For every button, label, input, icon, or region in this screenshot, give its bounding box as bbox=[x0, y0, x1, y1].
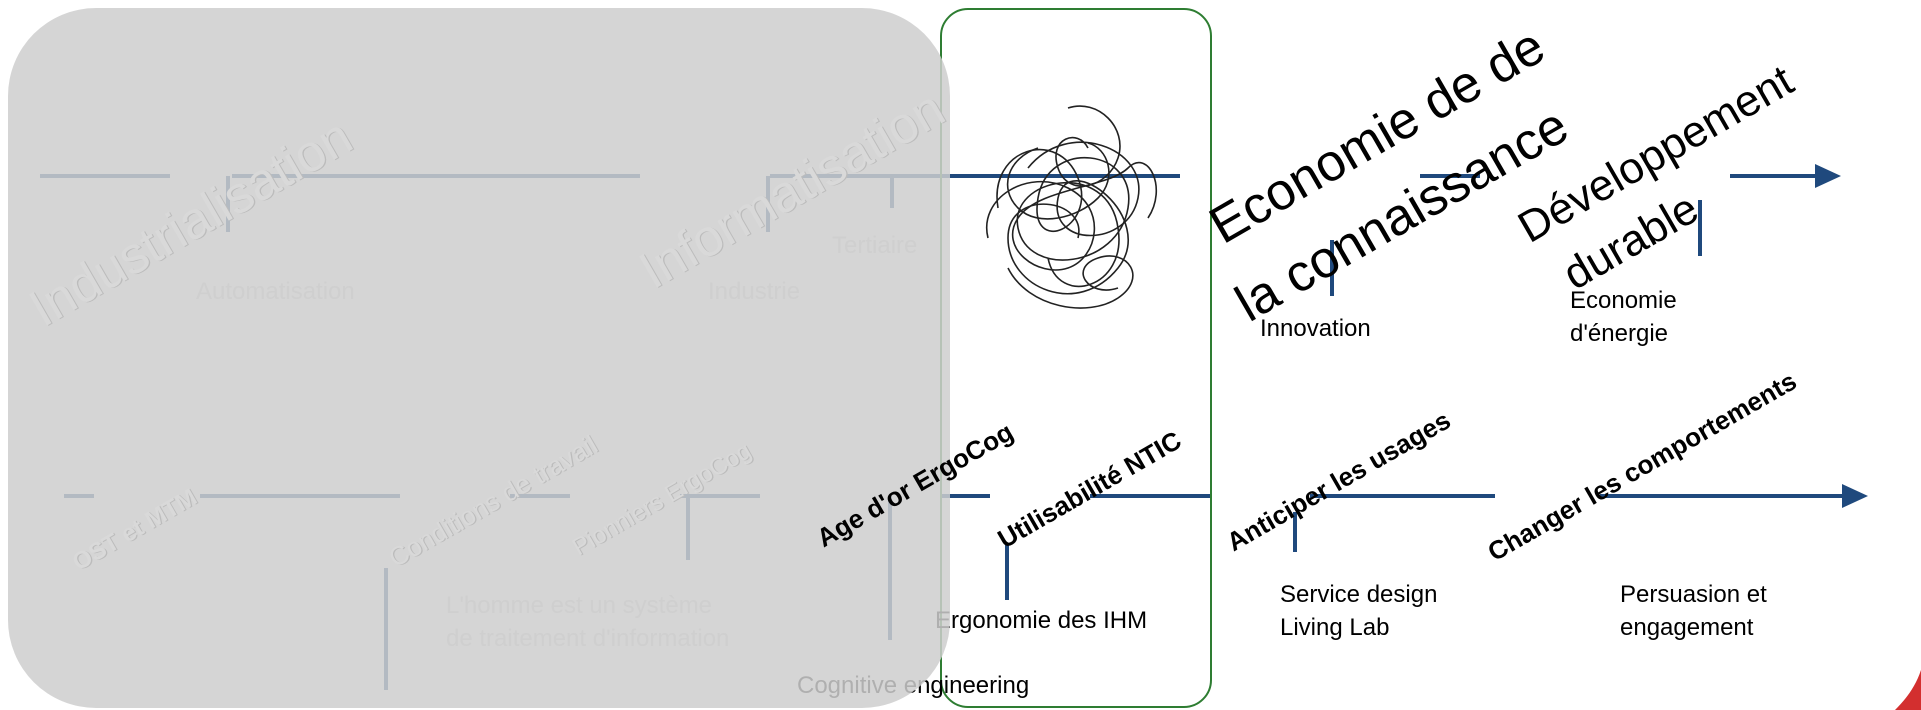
bottom-arrow-head-icon bbox=[1842, 484, 1868, 508]
practice-homme-line1: L'homme est un système bbox=[446, 592, 713, 619]
tangled-scribble-icon bbox=[985, 105, 1158, 309]
practice-service-design: Service design bbox=[1280, 581, 1438, 608]
corner-accent-shape bbox=[1895, 670, 1921, 710]
sector-tertiaire: Tertiaire bbox=[832, 232, 918, 259]
sector-automatisation: Automatisation bbox=[196, 278, 355, 305]
practice-living-lab: Living Lab bbox=[1280, 614, 1390, 641]
focus-highlight-box bbox=[940, 8, 1212, 708]
practice-ergonomie-ihm: Ergonomie des IHM bbox=[935, 607, 1148, 634]
sector-economie-energie-line2: d'énergie bbox=[1570, 320, 1668, 347]
sector-industrie: Industrie bbox=[708, 278, 801, 305]
top-arrow-head-icon bbox=[1815, 164, 1841, 188]
faded-past-overlay bbox=[8, 8, 950, 708]
sector-economie-energie-line1: Economie bbox=[1570, 287, 1677, 314]
sector-innovation: Innovation bbox=[1260, 315, 1371, 342]
practice-persuasion: Persuasion et bbox=[1620, 581, 1767, 608]
practice-homme-line2: de traitement d'information bbox=[446, 625, 730, 652]
practice-engagement: engagement bbox=[1620, 614, 1754, 641]
